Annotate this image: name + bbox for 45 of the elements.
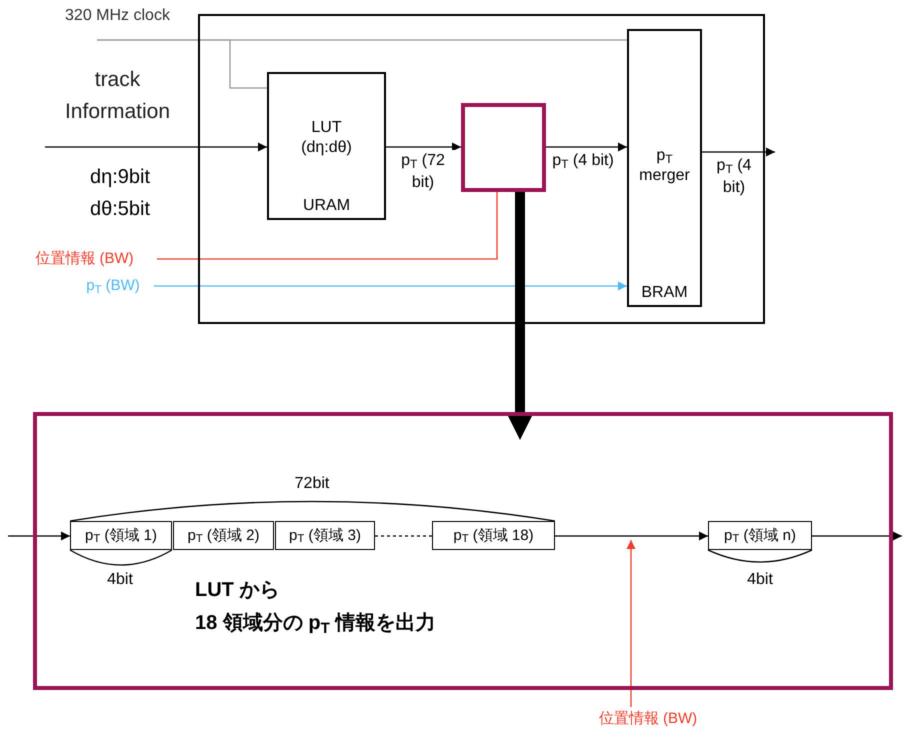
arrow (386, 142, 461, 152)
bit-width-label: 4bit (746, 570, 774, 590)
merger-box (627, 29, 702, 307)
input-label: dη:9bit (88, 165, 152, 190)
field-box (173, 521, 274, 550)
connector-line (97, 39, 267, 89)
arrow (702, 148, 775, 156)
arrow (626, 540, 636, 707)
arrow (555, 532, 708, 540)
block-frame (198, 14, 765, 324)
node-text: p$_{T}$ (領域 2) (188, 526, 260, 546)
node-text: p$_{T}$ (領域 n) (724, 526, 796, 546)
arrow (45, 142, 267, 152)
node-text: LUT (311, 118, 342, 138)
bit-width-label: 4bit (106, 570, 134, 590)
node-text: 位置情報 (BW) (598, 709, 698, 729)
lut-box (267, 72, 386, 220)
input-label: track Information (64, 67, 172, 125)
input-label: dθ:5bit (88, 197, 152, 222)
field-box (432, 521, 555, 550)
description-text: 18 領域分の p$_{T}$ 情報を出力 (195, 611, 436, 638)
node-text: BRAM (641, 283, 688, 303)
node-text: p$_{T}$ (領域 18) (453, 526, 534, 546)
connector-line (375, 535, 432, 537)
node-text: p$_{T}$ (領域 3) (289, 526, 361, 546)
thick-arrow (506, 192, 534, 440)
node-text: (dη:dθ) (301, 138, 352, 158)
arrow (812, 532, 902, 540)
field-box (70, 521, 172, 550)
node-text: 位置情報 (BW) (35, 249, 134, 269)
arrow (154, 282, 627, 290)
connector-line (157, 192, 498, 260)
bit-width-label: 72bit (294, 474, 330, 494)
module-box (461, 103, 546, 192)
node-text: p$_{T}$ (BW) (86, 276, 140, 296)
node-text: 320 MHz clock (65, 6, 170, 26)
detail-frame (33, 412, 893, 690)
arrow (8, 532, 70, 540)
node-text: URAM (302, 196, 350, 216)
node-text: p$_{T}$ merger (638, 146, 691, 186)
arrow (546, 142, 627, 152)
field-box (275, 521, 375, 550)
node-text: p$_{T}$ (領域 1) (85, 526, 157, 546)
field-box (708, 521, 812, 550)
description-text: LUT から (195, 578, 280, 603)
